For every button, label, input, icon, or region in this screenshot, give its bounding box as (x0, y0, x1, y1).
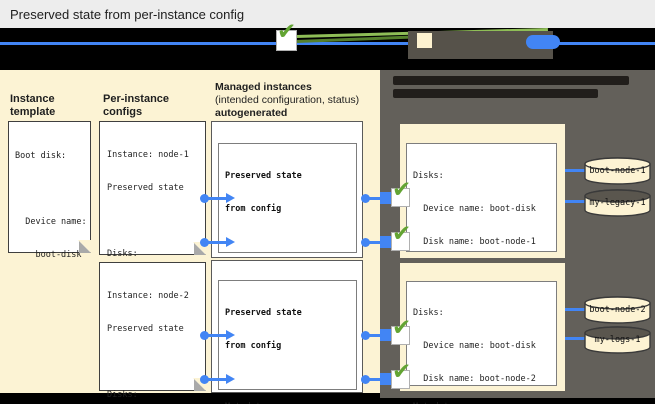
connector-line (203, 378, 227, 381)
per-instance-config-node-2: Instance: node-2 Preserved state Disks: … (99, 262, 207, 400)
connector-node-icon (380, 329, 392, 341)
disk-attach-line (565, 200, 585, 203)
vm-node-2-details: Disks: Device name: boot-disk Disk name:… (406, 281, 557, 386)
connector-line (203, 241, 227, 244)
disk-cylinder-boot-node-2: boot-node-2 (584, 295, 651, 325)
vm-node-1-details: Disks: Device name: boot-disk Disk name:… (406, 143, 557, 404)
disk-attach-line (565, 308, 585, 311)
connector-node-icon (380, 192, 392, 204)
disk-attach-line (565, 337, 585, 340)
connector-line (364, 197, 383, 200)
disk-attach-line (565, 169, 585, 172)
disk-label: boot-node-2 (589, 305, 646, 315)
status-checkmark-icon: ✔ (391, 179, 411, 207)
legend-preserved-state-line (0, 42, 655, 45)
column-header-instance-template: Instance template (10, 93, 56, 118)
disk-cylinder-my-logs-1: my-logs-1 (584, 325, 651, 355)
page-title: Preserved state from per-instance config (10, 7, 245, 22)
title-bar: Preserved state from per-instance config (0, 0, 655, 28)
instance-template-doc: Boot disk: Device name: boot-disk (8, 121, 92, 260)
column-header-per-instance-configs: Per-instance configs (103, 93, 170, 118)
connector-line (203, 197, 227, 200)
obscured-heading-line-2 (393, 89, 598, 98)
legend-cream-swatch (417, 33, 432, 48)
managed-instance-node-2: Instance: node-2 Preserved state from co… (211, 260, 363, 393)
connector-line (364, 241, 383, 244)
status-checkmark-icon: ✔ (391, 317, 411, 345)
status-checkmark-icon: ✔ (391, 361, 411, 389)
vm-node-2: node-2 Disks: Device name: boot-disk Dis… (400, 263, 565, 391)
disk-cylinder-boot-node-1: boot-node-1 (584, 156, 651, 186)
connector-line (364, 334, 383, 337)
vm-node-1: node-1 Disks: Device name: boot-disk Dis… (400, 124, 565, 404)
status-checkmark-icon: ✔ (391, 223, 411, 251)
legend-blue-oval (526, 35, 560, 49)
column-header-managed-instances: Managed instances (intended configuratio… (215, 81, 360, 119)
disk-label: my-legacy-1 (589, 198, 646, 208)
connector-node-icon (380, 373, 392, 385)
connector-line (364, 378, 383, 381)
page-fold-icon (78, 240, 91, 253)
arrowhead-icon (226, 192, 235, 203)
arrowhead-icon (226, 329, 235, 340)
preserved-state-box: Preserved state from config Disks: Devic… (218, 143, 358, 404)
disk-label: boot-node-1 (589, 166, 646, 176)
disk-cylinder-my-legacy-1: my-legacy-1 (584, 188, 651, 218)
preserved-state-box: Preserved state from config Disks: Devic… (218, 280, 357, 390)
arrowhead-icon (226, 373, 235, 384)
legend-checkmark-icon: ✔ (276, 21, 297, 51)
obscured-heading-line-1 (393, 76, 629, 85)
connector-node-icon (380, 236, 392, 248)
connector-line (203, 334, 227, 337)
per-instance-config-node-1: Instance: node-1 Preserved state Disks: … (99, 121, 207, 391)
disk-label: my-logs-1 (594, 335, 641, 345)
arrowhead-icon (226, 236, 235, 247)
